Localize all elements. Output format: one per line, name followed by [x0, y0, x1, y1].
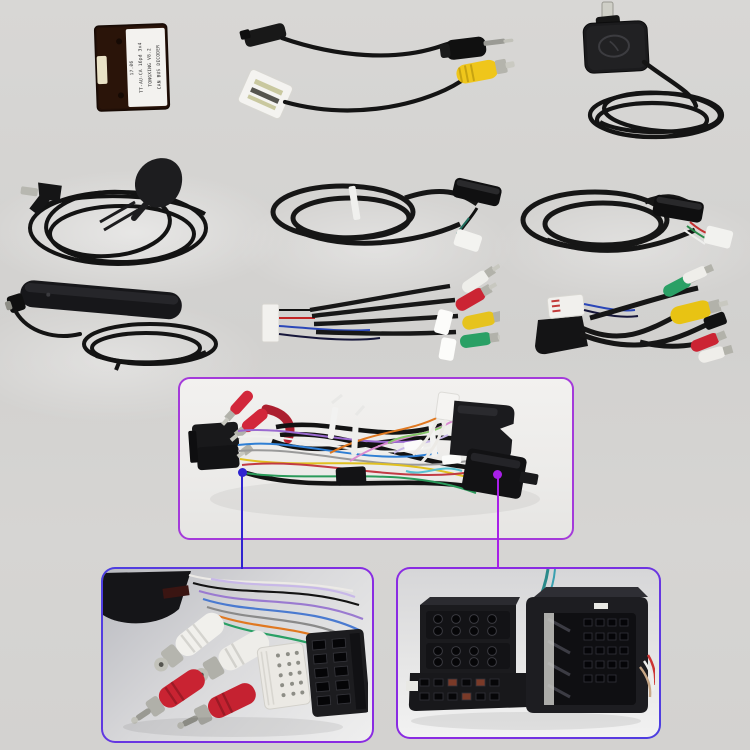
callout-dot-left [238, 468, 247, 477]
detail1-rca-red [131, 669, 205, 724]
detail1-black-housing [103, 571, 191, 624]
gps-logo [598, 34, 630, 58]
detail2-side-wires [639, 654, 655, 698]
usb1-coil [270, 183, 479, 246]
harness2-rca-plugs [663, 263, 734, 363]
mic-cable-coil [28, 189, 208, 266]
decoder-label-line: TONGXING V8.2 [146, 48, 153, 87]
rca-output-harness [261, 263, 500, 361]
decoder-label [125, 27, 168, 108]
usb-cable-1 [270, 177, 502, 252]
radio-antenna-adapter-cable [239, 23, 514, 60]
callout-dot-right [493, 470, 502, 479]
film-patch-antenna [4, 280, 218, 371]
detail1-black-pin-connector [305, 628, 368, 717]
video-rca-cable [237, 58, 515, 120]
detail1-white-pin-connector [256, 642, 311, 710]
detail1-rca-red [177, 683, 256, 729]
usb2-connector [652, 194, 704, 223]
usb-cable-2 [520, 189, 734, 253]
top-cables [237, 23, 515, 120]
detail-box-left [101, 567, 374, 743]
usb1-cable-tie [348, 185, 361, 220]
harness1-pigtails [278, 309, 381, 341]
usb1-white-plug [453, 229, 483, 252]
rca-plug-yellow [456, 58, 515, 84]
detail-quadlock-connectors [406, 569, 655, 730]
callout-line-right [497, 474, 499, 569]
detail2-quadlock-female [406, 597, 528, 711]
usb1-connector [452, 177, 502, 207]
callout-line-left [241, 472, 243, 569]
detail1-rca-white [154, 612, 225, 672]
decoder-label-line: 17.06 [129, 60, 136, 75]
gps-antenna-module [582, 1, 725, 140]
antenna-plug-pin [483, 38, 506, 46]
harness1-white-plug [261, 303, 280, 343]
main-center-connector [335, 466, 367, 486]
main-left-connector [188, 421, 240, 471]
detail-box-right [396, 567, 661, 739]
usb2-white-plug [703, 225, 734, 249]
gps-cable-coil [587, 90, 725, 140]
decoder-label-line: TT-AU-CA 16pd 3x4 [137, 42, 145, 93]
main-quadlock-upper [449, 400, 515, 460]
antenna-cable-coil [82, 322, 218, 371]
canbus-decoder-box: 17.06 TT-AU-CA 16pd 3x4 TONGXING V8.2 CA… [93, 23, 171, 112]
harness1-rca-plugs [455, 263, 500, 348]
detail2-quadlock-male [526, 587, 648, 713]
mic-head [134, 158, 183, 208]
main-harness-panel [178, 377, 574, 540]
harness2-black-plug [535, 316, 588, 355]
harness1-label [433, 309, 454, 335]
main-power-harness [188, 390, 540, 519]
mic-jack [20, 182, 62, 215]
decoder-label-line: CAN BUS DECODER [155, 45, 163, 90]
main-cable-ties [327, 393, 462, 465]
lavalier-microphone [20, 158, 208, 266]
decoder-tab [96, 55, 108, 85]
harness1-label [438, 337, 457, 361]
detail-rca-and-pin-connectors [103, 571, 368, 737]
mic-clip [99, 200, 139, 232]
antenna-connector [4, 293, 26, 313]
rca-av-harness [535, 263, 734, 363]
